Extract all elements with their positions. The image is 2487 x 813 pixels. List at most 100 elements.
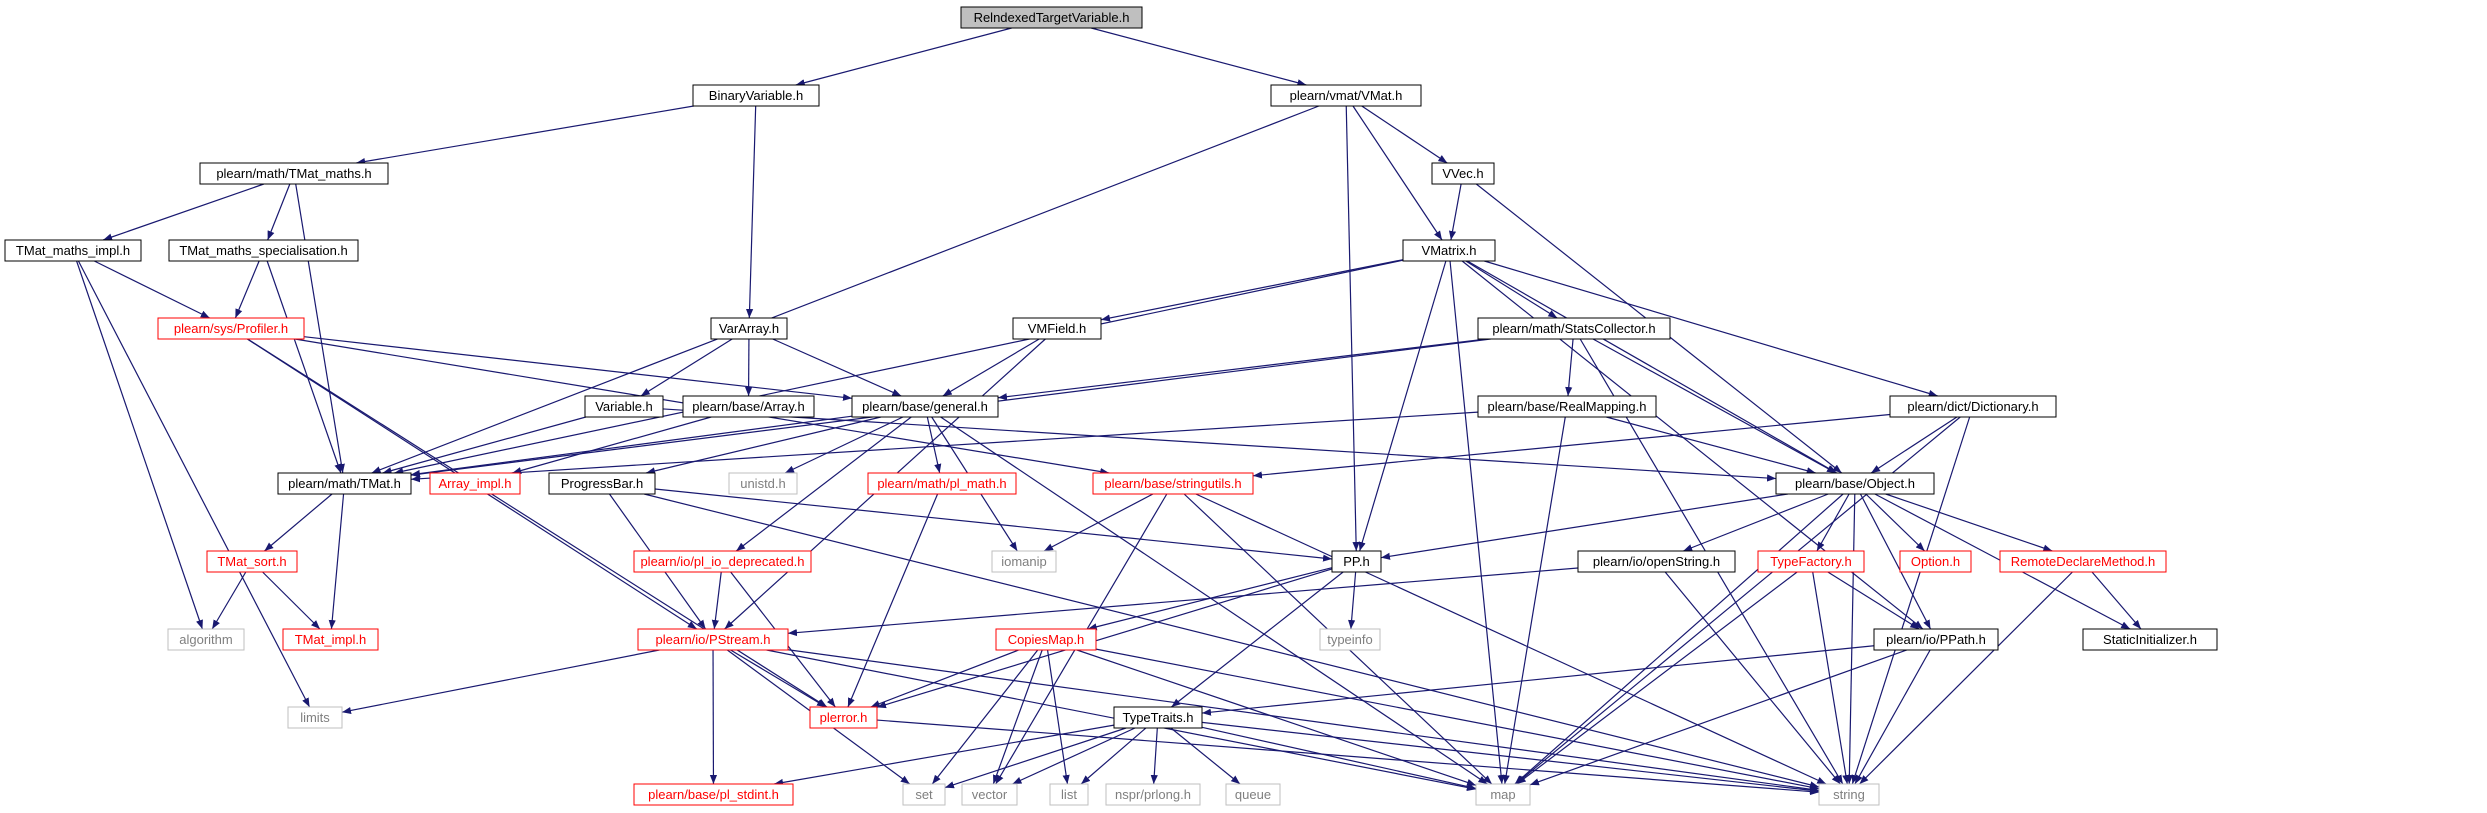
node-typeinfo[interactable]: typeinfo: [1319, 628, 1381, 651]
node-vvec[interactable]: VVec.h: [1431, 162, 1495, 185]
node-box: [692, 84, 820, 107]
node-limits[interactable]: limits: [287, 706, 343, 729]
node-progressbar[interactable]: ProgressBar.h: [548, 472, 656, 495]
node-box: [1873, 628, 1999, 651]
edge-vmatrix-to-map: [1449, 260, 1505, 785]
node-pp[interactable]: PP.h: [1331, 550, 1382, 573]
node-dictionary[interactable]: plearn/dict/Dictionary.h: [1889, 395, 2057, 418]
node-tmatsort[interactable]: TMat_sort.h: [206, 550, 298, 573]
node-label: plearn/base/pl_stdint.h: [648, 787, 779, 802]
node-label: plearn/sys/Profiler.h: [174, 321, 288, 336]
node-label: plearn/io/PPath.h: [1886, 632, 1986, 647]
node-box: [157, 317, 305, 340]
edge-profiler-to-general: [303, 336, 853, 401]
node-string[interactable]: string: [1818, 783, 1880, 806]
node-queue[interactable]: queue: [1225, 783, 1281, 806]
edge-vmatrix-to-statscol: [1465, 260, 1558, 319]
node-plerror[interactable]: plerror.h: [809, 706, 878, 729]
node-box: [168, 239, 359, 262]
node-tmatimpl[interactable]: TMat_maths_impl.h: [4, 239, 142, 262]
node-variable[interactable]: Variable.h: [584, 395, 664, 418]
node-ppath[interactable]: plearn/io/PPath.h: [1873, 628, 1999, 651]
node-pstream[interactable]: plearn/io/PStream.h: [637, 628, 789, 651]
node-option[interactable]: Option.h: [1899, 550, 1972, 573]
node-remotedecl[interactable]: RemoteDeclareMethod.h: [1999, 550, 2167, 573]
edge-general-to-map: [940, 416, 1488, 785]
node-vmat[interactable]: plearn/vmat/VMat.h: [1270, 84, 1422, 107]
edge-typefactory-to-map: [1516, 571, 1798, 785]
node-staticinit[interactable]: StaticInitializer.h: [2082, 628, 2218, 651]
node-box: [1092, 472, 1254, 495]
node-object[interactable]: plearn/base/Object.h: [1775, 472, 1935, 495]
edge-tmatmaths-to-tmatspec: [267, 183, 291, 241]
node-typetraits[interactable]: TypeTraits.h: [1113, 706, 1203, 729]
node-box: [277, 472, 412, 495]
node-arrayimpl[interactable]: Array_impl.h: [429, 472, 521, 495]
node-label: StaticInitializer.h: [2103, 632, 2197, 647]
edge-progressbar-to-string: [643, 493, 1820, 789]
node-box: [1757, 550, 1865, 573]
node-prlong[interactable]: nspr/prlong.h: [1105, 783, 1201, 806]
node-binvar[interactable]: BinaryVariable.h: [692, 84, 820, 107]
node-label: plearn/vmat/VMat.h: [1290, 88, 1403, 103]
node-realmap[interactable]: plearn/base/RealMapping.h: [1477, 395, 1657, 418]
node-box: [637, 628, 789, 651]
node-typefactory[interactable]: TypeFactory.h: [1757, 550, 1865, 573]
node-plmath[interactable]: plearn/math/pl_math.h: [867, 472, 1017, 495]
edge-root-to-vmat: [1090, 27, 1307, 87]
edge-pstream-to-plerror: [730, 649, 827, 708]
node-box: [199, 162, 389, 185]
edge-statscol-to-general: [997, 338, 1487, 401]
node-list[interactable]: list: [1049, 783, 1089, 806]
node-iomanip[interactable]: iomanip: [991, 550, 1057, 573]
node-box: [682, 395, 815, 418]
edge-general-to-tmat: [410, 415, 853, 478]
edge-binvar-to-vararray: [745, 105, 757, 319]
node-profiler[interactable]: plearn/sys/Profiler.h: [157, 317, 305, 340]
node-stringutils[interactable]: plearn/base/stringutils.h: [1092, 472, 1254, 495]
edge-dictionary-to-string: [1851, 416, 1971, 785]
node-box: [902, 783, 946, 806]
edge-vmat-to-tmat: [371, 105, 1320, 474]
edge-typetraits-to-list: [1080, 727, 1147, 785]
node-unistd[interactable]: unistd.h: [728, 472, 798, 495]
node-box: [1818, 783, 1880, 806]
edge-vmatrix-to-pp: [1358, 260, 1447, 552]
node-vmatrix[interactable]: VMatrix.h: [1402, 239, 1496, 262]
node-basearray[interactable]: plearn/base/Array.h: [682, 395, 815, 418]
node-vararray[interactable]: VarArray.h: [710, 317, 788, 340]
node-box: [710, 317, 788, 340]
node-statscol[interactable]: plearn/math/StatsCollector.h: [1477, 317, 1671, 340]
node-plstdint[interactable]: plearn/base/pl_stdint.h: [633, 783, 794, 806]
node-label: nspr/prlong.h: [1115, 787, 1191, 802]
edge-tmatsort-to-tmatimplh: [262, 571, 321, 630]
node-label: plearn/io/pl_io_deprecated.h: [640, 554, 804, 569]
edge-plmath-to-plerror: [847, 493, 939, 708]
node-layer: RelndexedTargetVariable.hBinaryVariable.…: [4, 6, 2218, 806]
node-tmatimplh[interactable]: TMat_impl.h: [282, 628, 379, 651]
node-label: RemoteDeclareMethod.h: [2011, 554, 2156, 569]
node-label: limits: [300, 710, 330, 725]
node-copiesmap[interactable]: CopiesMap.h: [995, 628, 1097, 651]
node-tmat[interactable]: plearn/math/TMat.h: [277, 472, 412, 495]
node-tmatmaths[interactable]: plearn/math/TMat_maths.h: [199, 162, 389, 185]
node-pliodep[interactable]: plearn/io/pl_io_deprecated.h: [633, 550, 812, 573]
node-tmatspec[interactable]: TMat_maths_specialisation.h: [168, 239, 359, 262]
edge-copiesmap-to-string: [1095, 648, 1820, 791]
edge-object-to-pp: [1380, 493, 1788, 560]
node-openstring[interactable]: plearn/io/openString.h: [1577, 550, 1736, 573]
node-root[interactable]: RelndexedTargetVariable.h: [960, 6, 1143, 29]
node-general[interactable]: plearn/base/general.h: [851, 395, 999, 418]
node-box: [633, 783, 794, 806]
node-box: [1319, 628, 1381, 651]
node-box: [1475, 783, 1531, 806]
node-map[interactable]: map: [1475, 783, 1531, 806]
node-algorithm[interactable]: algorithm: [167, 628, 245, 651]
node-set[interactable]: set: [902, 783, 946, 806]
edge-copiesmap-to-map: [1076, 649, 1477, 786]
node-vector[interactable]: vector: [961, 783, 1018, 806]
edge-object-to-option: [1865, 493, 1926, 552]
node-box: [1577, 550, 1736, 573]
node-vmfield[interactable]: VMField.h: [1012, 317, 1102, 340]
